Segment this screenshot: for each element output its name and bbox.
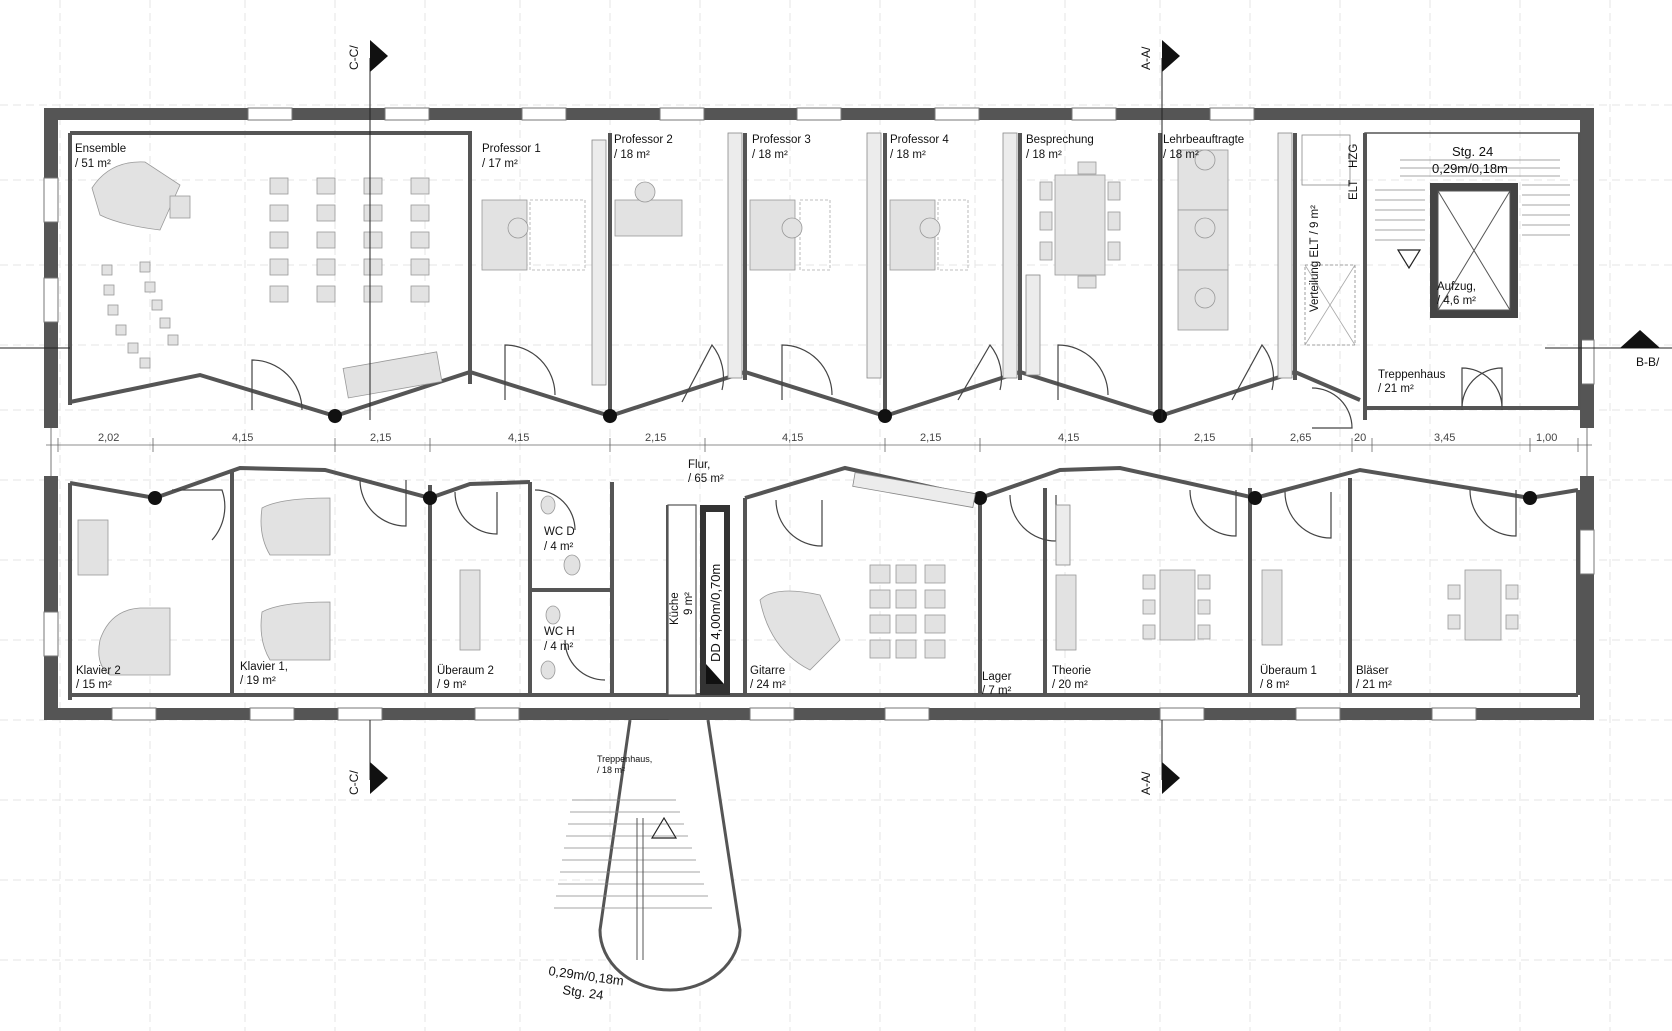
room-lager-name: Lager bbox=[982, 671, 1012, 683]
room-klavier2-name: Klavier 2 bbox=[76, 665, 121, 677]
room-treppenhaus-south-name: Treppenhaus, bbox=[597, 754, 652, 764]
section-label-cc-top: C-C/ bbox=[347, 45, 361, 70]
dimension-label: 2,02 bbox=[98, 432, 119, 444]
room-treppenhaus-south-area: / 18 m² bbox=[597, 765, 625, 775]
room-professor3-name: Professor 3 bbox=[752, 134, 811, 146]
room-professor4-area: / 18 m² bbox=[890, 149, 926, 161]
room-treppenhaus-east-name: Treppenhaus bbox=[1378, 369, 1446, 381]
section-label-aa-top: A-A/ bbox=[1139, 46, 1153, 70]
room-ueberaum2-area: / 9 m² bbox=[437, 679, 467, 691]
dimension-label: 4,15 bbox=[1058, 432, 1079, 444]
stair-south-count: Stg. 24 bbox=[562, 982, 605, 1003]
north-corridor-wall bbox=[69, 369, 1361, 419]
dimension-label: 3,45 bbox=[1434, 432, 1455, 444]
interior-partitions bbox=[68, 131, 1582, 700]
room-theorie-name: Theorie bbox=[1052, 665, 1091, 677]
shaft-dd-label: DD 4,00m/0,70m bbox=[708, 564, 723, 662]
east-stair-core bbox=[1301, 132, 1581, 409]
room-theorie-area: / 20 m² bbox=[1052, 679, 1088, 691]
room-gitarre-area: / 24 m² bbox=[750, 679, 786, 691]
room-flur-area: / 65 m² bbox=[688, 473, 724, 485]
dimension-label: 4,15 bbox=[782, 432, 803, 444]
room-wcd-name: WC D bbox=[544, 526, 575, 538]
room-wcd-area: / 4 m² bbox=[544, 541, 574, 553]
section-label-cc-bottom: C-C/ bbox=[347, 770, 361, 795]
room-professor2-name: Professor 2 bbox=[614, 134, 673, 146]
section-markers bbox=[0, 40, 1672, 794]
room-klavier1-area: / 19 m² bbox=[240, 675, 276, 687]
south-stair bbox=[554, 719, 742, 992]
room-lager-area: / 7 m² bbox=[982, 685, 1012, 697]
dimension-label: 2,15 bbox=[1194, 432, 1215, 444]
dimension-label: 2,15 bbox=[645, 432, 666, 444]
room-blaeser-area: / 21 m² bbox=[1356, 679, 1392, 691]
room-ensemble-name: Ensemble bbox=[75, 143, 126, 155]
room-verteilung-label: Verteilung ELT / 9 m² bbox=[1309, 205, 1321, 312]
columns bbox=[148, 409, 1537, 505]
room-professor2-area: / 18 m² bbox=[614, 149, 650, 161]
room-blaeser-name: Bläser bbox=[1356, 665, 1389, 677]
room-professor1-area: / 17 m² bbox=[482, 158, 518, 170]
room-ueberaum1-name: Überaum 1 bbox=[1260, 665, 1317, 677]
room-klavier2-area: / 15 m² bbox=[76, 679, 112, 691]
room-labels: Ensemble / 51 m² Professor 1 / 17 m² Pro… bbox=[75, 134, 1508, 1003]
room-professor1-name: Professor 1 bbox=[482, 143, 541, 155]
room-klavier1-name: Klavier 1, bbox=[240, 661, 288, 673]
elt-label: ELT bbox=[1348, 180, 1360, 200]
section-label-aa-bottom: A-A/ bbox=[1139, 771, 1153, 795]
room-treppenhaus-east-area: / 21 m² bbox=[1378, 383, 1414, 395]
furniture bbox=[77, 149, 1519, 680]
doors bbox=[172, 343, 1517, 759]
room-besprechung-area: / 18 m² bbox=[1026, 149, 1062, 161]
kitchen-shaft bbox=[667, 504, 730, 696]
room-ueberaum2-name: Überaum 2 bbox=[437, 665, 494, 677]
shelving-units bbox=[591, 132, 1293, 566]
room-wch-name: WC H bbox=[544, 626, 575, 638]
stair-east-count: Stg. 24 bbox=[1452, 144, 1493, 159]
room-ensemble-area: / 51 m² bbox=[75, 158, 111, 170]
dimension-labels: 2,02 4,15 2,15 4,15 2,15 4,15 2,15 4,15 … bbox=[98, 432, 1557, 444]
room-aufzug-name: Aufzug, bbox=[1437, 281, 1476, 293]
dimension-label: 4,15 bbox=[232, 432, 253, 444]
room-professor4-name: Professor 4 bbox=[890, 134, 949, 146]
room-kueche-area: 9 m² bbox=[683, 592, 695, 615]
room-lehrbeauftragte-area: / 18 m² bbox=[1163, 149, 1199, 161]
room-wch-area: / 4 m² bbox=[544, 641, 574, 653]
dimension-label: 4,15 bbox=[508, 432, 529, 444]
room-ueberaum1-area: / 8 m² bbox=[1260, 679, 1290, 691]
dimension-label: 20 bbox=[1354, 432, 1366, 444]
room-besprechung-name: Besprechung bbox=[1026, 134, 1094, 146]
dimension-label: 2,65 bbox=[1290, 432, 1311, 444]
room-gitarre-name: Gitarre bbox=[750, 665, 785, 677]
windows bbox=[43, 107, 1595, 721]
section-label-bb-right: B-B/ bbox=[1636, 355, 1660, 369]
dimension-label: 2,15 bbox=[920, 432, 941, 444]
dimension-label: 2,15 bbox=[370, 432, 391, 444]
room-lehrbeauftragte-name: Lehrbeauftragte bbox=[1163, 134, 1244, 146]
stair-east-dims: 0,29m/0,18m bbox=[1432, 161, 1508, 176]
dimension-label: 1,00 bbox=[1536, 432, 1557, 444]
hzg-label: HZG bbox=[1348, 144, 1360, 168]
room-flur-name: Flur, bbox=[688, 459, 710, 471]
room-aufzug-area: / 4,6 m² bbox=[1437, 295, 1476, 307]
dimension-line bbox=[46, 438, 1592, 452]
room-professor3-area: / 18 m² bbox=[752, 149, 788, 161]
room-kueche-name: Küche bbox=[669, 592, 681, 625]
